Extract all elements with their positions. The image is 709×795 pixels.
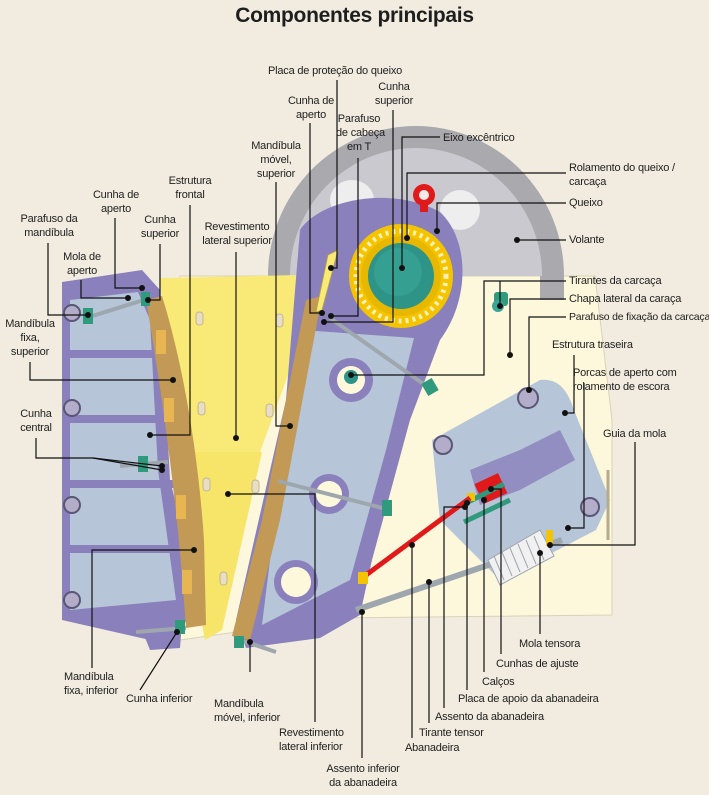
label-mandibula-fixa-inferior: Mandíbula fixa, inferior <box>64 671 119 697</box>
label-cunha-aperto-top: Cunha de aperto <box>287 95 335 121</box>
frame-tie-rod-upper <box>328 316 434 392</box>
label-placa-protecao-queixo: Placa de proteção do queixo <box>268 65 403 77</box>
fixed-jaw <box>62 270 200 650</box>
label-mola-aperto: Mola de aperto <box>63 251 101 277</box>
label-parafuso-cabeca-t: Parafuso de cabeça em T <box>336 113 385 153</box>
label-parafuso-mandibula: Parafuso da mandíbula <box>20 213 78 239</box>
label-assento-abanadeira: Assento da abanadeira <box>435 711 544 723</box>
label-chapa-lateral: Chapa lateral da caraça <box>569 293 682 305</box>
label-estrutura-frontal: Estrutura frontal <box>168 175 212 201</box>
label-calcos: Calços <box>482 676 515 688</box>
label-parafuso-fixacao: Parafuso de fixação da carcaça <box>569 311 709 323</box>
label-mandibula-movel-superior: Mandíbula móvel, superior <box>251 140 301 180</box>
label-queixo: Queixo <box>569 197 603 209</box>
rear-frame <box>432 379 610 580</box>
label-mandibula-fixa-superior: Mandíbula fixa, superior <box>5 318 55 358</box>
bearing-and-shaft <box>349 224 453 328</box>
label-tirante-tensor: Tirante tensor <box>419 727 484 739</box>
label-cunhas-ajuste: Cunhas de ajuste <box>496 658 579 670</box>
label-eixo-excentrico: Eixo excêntrico <box>443 132 515 144</box>
label-tirantes-carcaca: Tirantes da carcaça <box>569 275 662 287</box>
tension-spring <box>487 529 555 586</box>
label-assento-inferior: Assento inferior da abanadeira <box>326 763 400 789</box>
lifting-eye <box>413 184 435 212</box>
lining-bolts <box>195 311 284 586</box>
toggle-plate <box>360 495 472 581</box>
diagram-title: Componentes principais <box>235 4 474 27</box>
label-revestimento-inferior: Revestimento lateral inferior <box>279 727 344 753</box>
label-mola-tensora: Mola tensora <box>519 638 581 650</box>
label-cunha-superior-left: Cunha superior <box>140 214 180 240</box>
label-cunha-aperto-left: Cunha de aperto <box>92 189 140 215</box>
label-porcas-aperto: Porcas de aperto com rolamento de escora <box>573 367 677 393</box>
label-estrutura-traseira: Estrutura traseira <box>552 339 633 351</box>
label-abanadeira: Abanadeira <box>405 742 460 754</box>
frame-tie-rod-lower <box>277 479 391 512</box>
label-revestimento-superior: Revestimento lateral superior <box>202 221 272 247</box>
label-volante: Volante <box>569 234 605 246</box>
fixed-jaw-plate <box>146 296 206 628</box>
leader-lines <box>29 80 636 758</box>
fixed-jaw-plate-pockets <box>156 330 192 594</box>
label-rolamento-queixo: Rolamento do queixo / carcaça <box>569 162 675 188</box>
moving-jaw-plate <box>232 296 322 640</box>
label-cunha-inferior: Cunha inferior <box>126 693 193 705</box>
label-mandibula-movel-inferior: Mandíbula móvel, inferior <box>214 698 281 724</box>
label-guia-mola: Guia da mola <box>603 428 667 440</box>
label-placa-apoio: Placa de apoio da abanadeira <box>458 693 599 705</box>
label-cunha-superior-top: Cunha superior <box>374 81 414 107</box>
label-cunha-central: Cunha central <box>20 408 52 434</box>
leader-dots <box>85 228 571 645</box>
